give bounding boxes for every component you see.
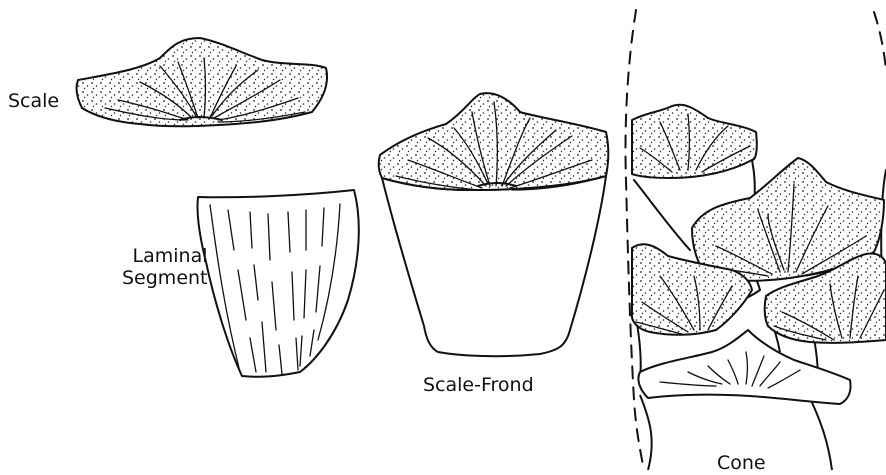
label-laminal-segment: Laminal Segment: [122, 245, 208, 289]
laminal-segment-drawing: [197, 190, 358, 377]
scale-drawing: [77, 38, 327, 126]
label-cone: Cone: [717, 452, 766, 474]
label-laminal-line1: Laminal: [122, 245, 208, 267]
label-scale: Scale: [8, 90, 59, 112]
scale-frond-drawing: [379, 93, 609, 356]
label-laminal-line2: Segment: [122, 267, 208, 289]
label-scale-frond: Scale-Frond: [423, 374, 534, 396]
cone-drawing: [625, 10, 886, 470]
